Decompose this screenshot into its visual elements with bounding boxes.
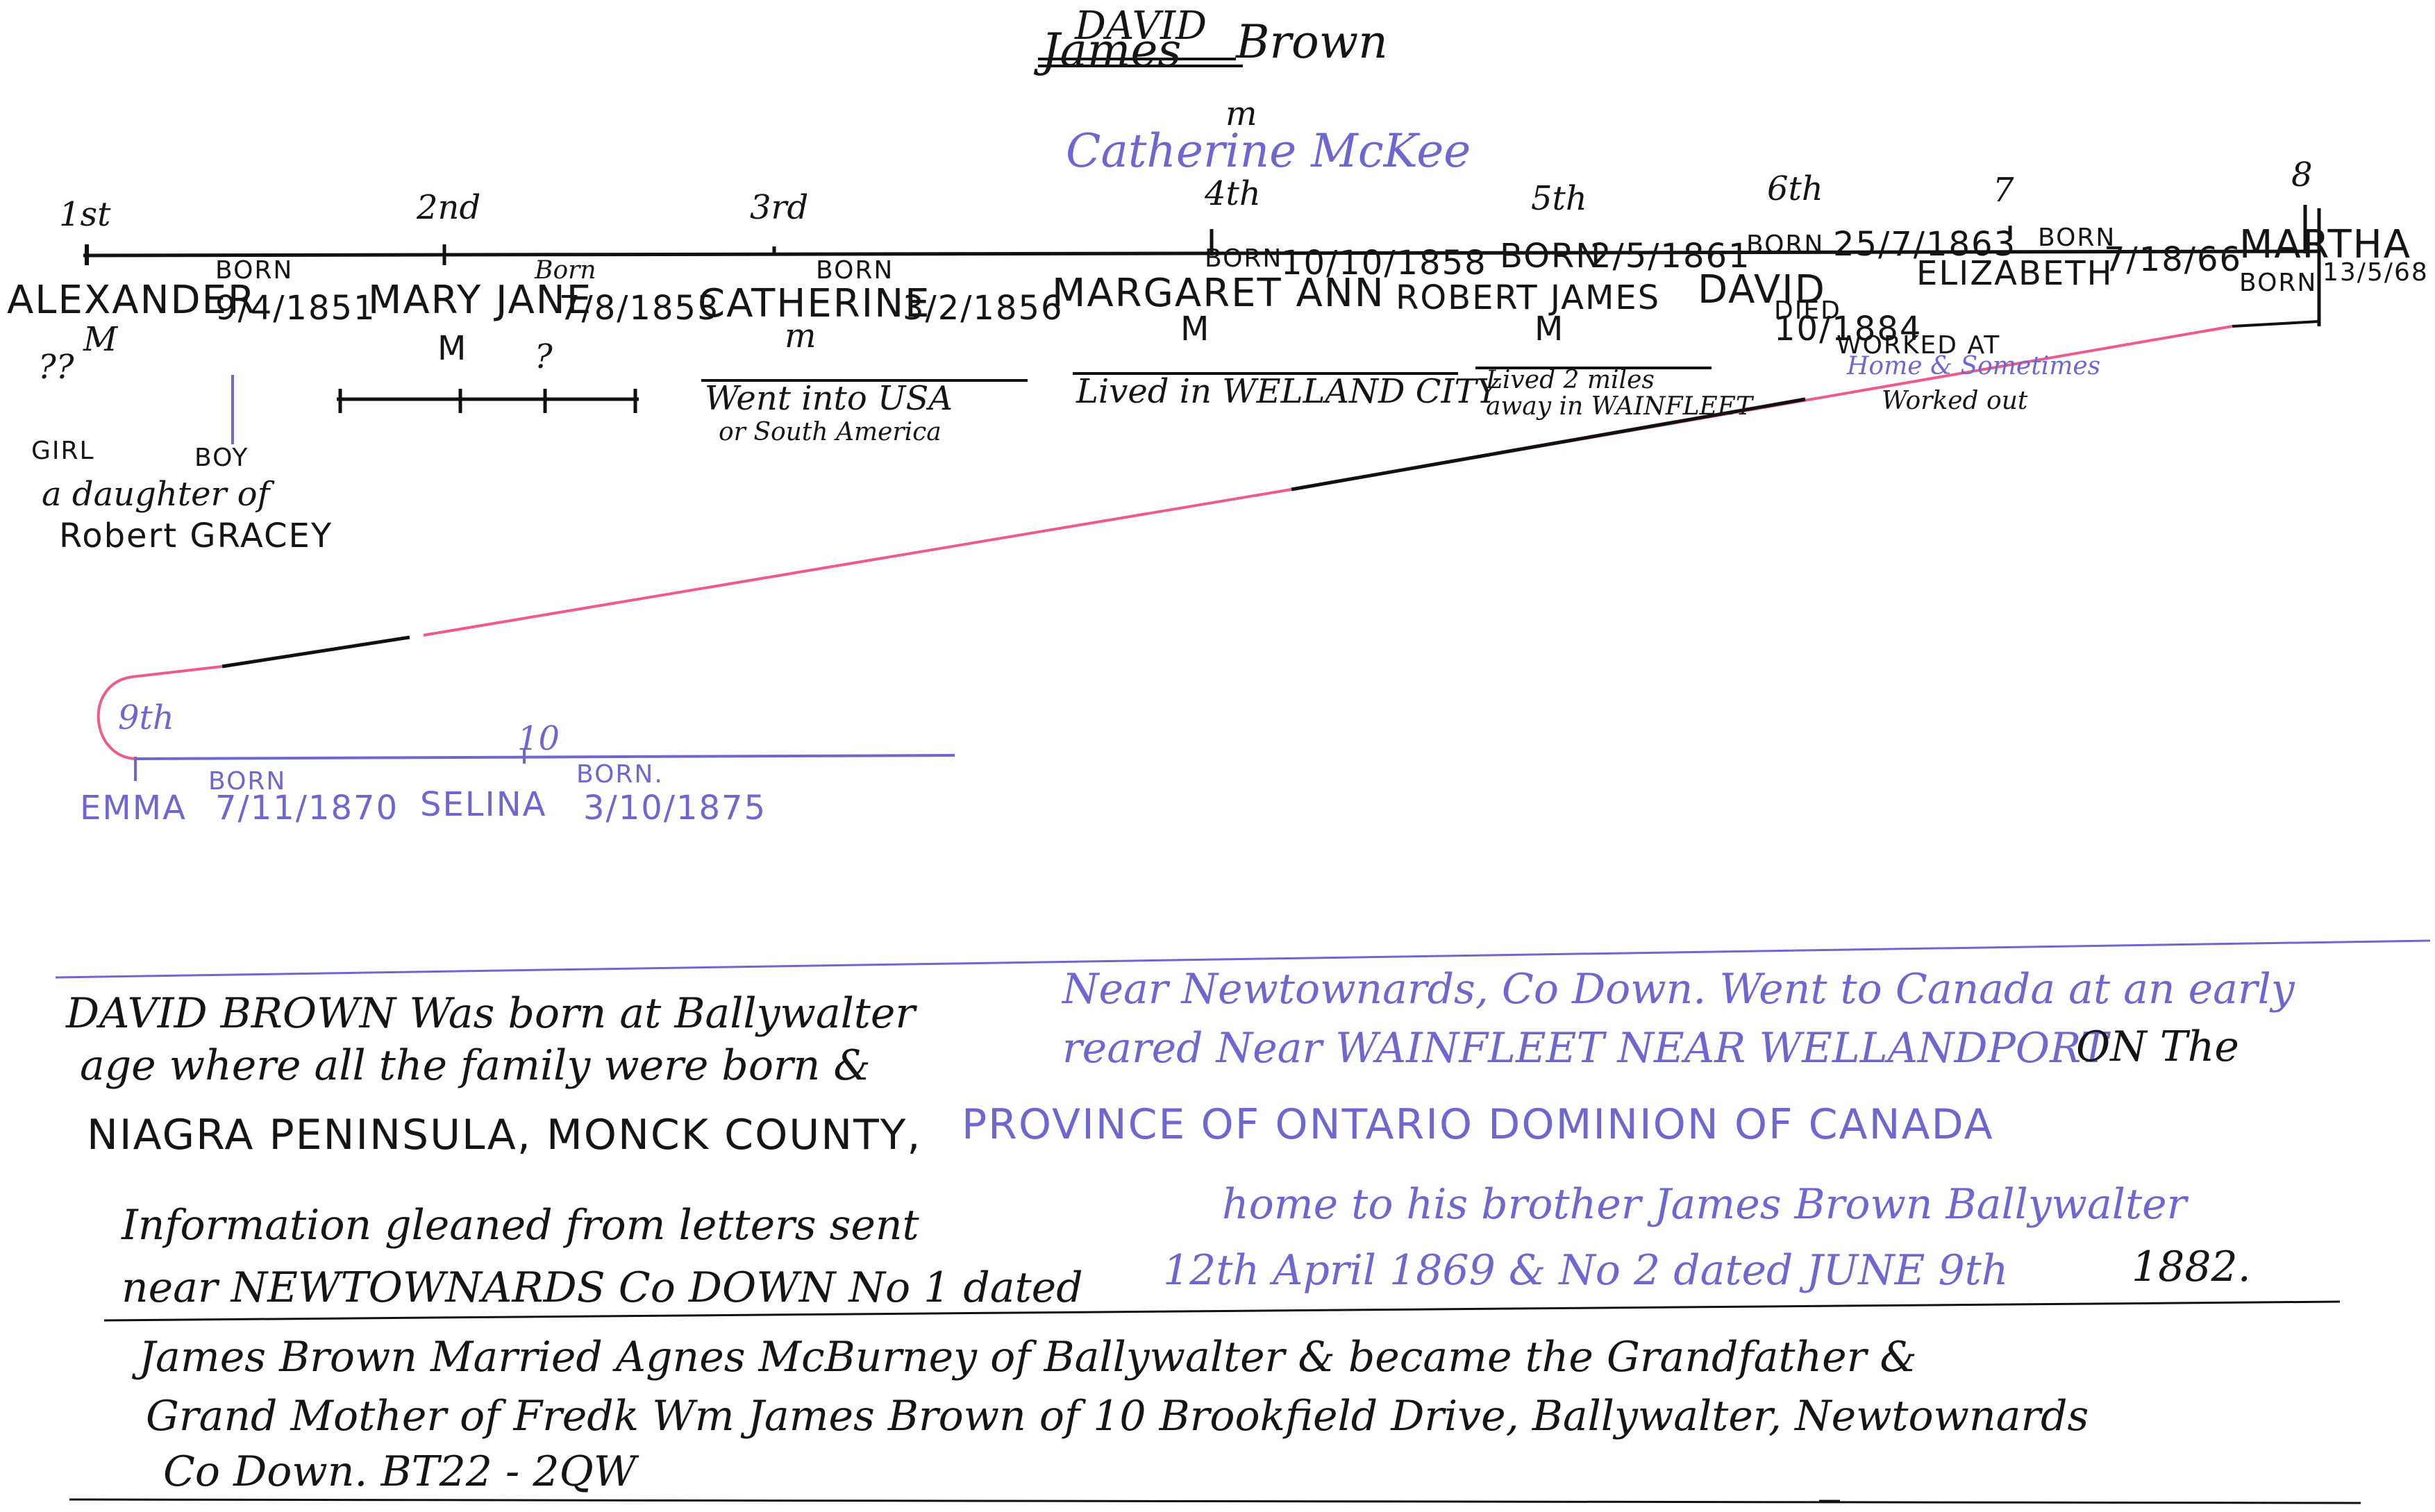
catherine-note-2: or South America <box>719 418 942 446</box>
emma-born-label: BORN <box>208 767 287 796</box>
david-name: DAVID <box>1698 267 1826 312</box>
robert-name: ROBERT JAMES <box>1396 278 1661 317</box>
robert-born-label: BORN <box>1500 237 1603 276</box>
diagonal-connector-low <box>131 665 223 678</box>
narrative-line5-tail: 1882. <box>2132 1243 2251 1291</box>
narrative-line4-black: Information gleaned from letters sent <box>122 1201 919 1250</box>
margaret-born-label: BORN <box>1205 244 1283 273</box>
sibling-bar-2 <box>135 754 955 760</box>
narrative-line2-tail: ON The <box>2076 1023 2239 1071</box>
robert-dob: 2/5/1861 <box>1590 237 1751 276</box>
elizabeth-born-label: BORN <box>2038 224 2116 252</box>
narrative-line4-blue: home to his brother James Brown Ballywal… <box>1222 1180 2187 1229</box>
alexander-born-label: BORN <box>215 256 294 285</box>
ordinal-6: 6th <box>1767 169 1823 208</box>
narrative-line6: James Brown Married Agnes McBurney of Ba… <box>139 1333 1917 1381</box>
head-surname: Brown <box>1236 15 1388 69</box>
narrative-line3-blue: PROVINCE OF ONTARIO DOMINION OF CANADA <box>962 1100 1994 1149</box>
david-died: 10/1884 <box>1774 310 1923 348</box>
ordinal-5: 5th <box>1531 179 1587 218</box>
diagonal-black-2 <box>1291 442 1549 492</box>
narrative-line5-blue: 12th April 1869 & No 2 dated JUNE 9th <box>1163 1246 2009 1295</box>
david-note-2: Home & Sometimes <box>1847 352 2101 380</box>
martha-name: MARTHA <box>2239 222 2412 267</box>
elizabeth-dob: 7/18/66 <box>2104 240 2243 279</box>
head-spouse: Catherine McKee <box>1066 124 1471 178</box>
alex-boy: BOY <box>194 444 249 472</box>
mary-married: M <box>437 329 468 368</box>
rule-2 <box>103 1300 2341 1322</box>
head-struck-name: James <box>1041 24 1182 77</box>
martha-dob: 13/5/68 <box>2323 258 2429 287</box>
head-married-mark: m <box>1225 94 1257 133</box>
alex-unknown: ?? <box>38 348 74 387</box>
ordinal-1: 1st <box>59 195 111 234</box>
mary-name: MARY JANE <box>368 278 593 323</box>
narrative-line2-blue: reared Near WAINFLEET NEAR WELLANDPORT <box>1062 1024 2109 1073</box>
alexander-married: M <box>83 320 118 359</box>
margaret-note: Lived in WELLAND CITY <box>1076 372 1499 411</box>
rule-3 <box>69 1498 2361 1504</box>
robert-note-1: Lived 2 miles <box>1486 366 1655 394</box>
david-born-label: BORN <box>1746 230 1825 259</box>
ordinal-3: 3rd <box>750 188 809 227</box>
ordinal-2: 2nd <box>417 188 481 227</box>
ordinal-4: 4th <box>1205 174 1261 213</box>
rule-1 <box>55 939 2431 979</box>
martha-born-label: BORN <box>2239 269 2318 297</box>
david-note-3: Worked out <box>1882 387 2028 415</box>
alexander-name: ALEXANDER <box>7 278 256 323</box>
catherine-born-label: BORN <box>816 256 894 285</box>
emma-dob: 7/11/1870 <box>215 789 399 828</box>
catherine-dob: 3/2/1856 <box>903 289 1064 328</box>
diagonal-black-1 <box>1548 397 1806 446</box>
selina-born-label: BORN. <box>576 760 664 789</box>
robert-married: M <box>1534 310 1565 348</box>
alex-mother: Robert GRACEY <box>59 516 333 555</box>
alexander-dob: 9/4/1851 <box>215 289 376 328</box>
catherine-married: m <box>785 317 817 355</box>
margaret-dob: 10/10/1858 <box>1281 244 1487 283</box>
mary-dob: 7/8/1853 <box>559 289 720 328</box>
selina-dob: 3/10/1875 <box>583 789 767 828</box>
right-bracket-foot <box>2232 320 2320 328</box>
narrative-line3-black: NIAGRA PENINSULA, MONCK COUNTY, <box>87 1111 922 1159</box>
elizabeth-name: ELIZABETH <box>1916 254 2114 293</box>
sibling-bar <box>83 249 2320 258</box>
selina-name: SELINA <box>420 785 547 824</box>
head-first-name: DAVID <box>1075 3 1207 49</box>
narrative-line8: Co Down. BT22 - 2QW <box>163 1447 637 1496</box>
mary-question: ? <box>535 337 553 376</box>
ordinal-9: 9th <box>118 698 174 737</box>
diagonal-black-3 <box>221 635 410 669</box>
narrative-line1-black: DAVID BROWN Was born at Ballywalter <box>66 989 916 1038</box>
alex-girl: GIRL <box>31 437 95 465</box>
narrative-line2-black: age where all the family were born & <box>80 1041 871 1090</box>
emma-name: EMMA <box>80 789 187 828</box>
narrative-line5-black: near NEWTOWNARDS Co DOWN No 1 dated <box>122 1263 1083 1312</box>
david-dob: 25/7/1863 <box>1833 225 2017 264</box>
david-died-label: DIED <box>1774 296 1841 325</box>
diagonal-connector-mid <box>423 488 1292 637</box>
narrative-line1-blue: Near Newtownards, Co Down. Went to Canad… <box>1062 965 2295 1014</box>
alex-daughter-of: a daughter of <box>42 475 270 514</box>
catherine-note-1: Went into USA <box>705 379 953 418</box>
margaret-married: M <box>1180 310 1211 348</box>
robert-note-2: away in WAINFLEET <box>1486 392 1753 421</box>
ordinal-8: 8 <box>2291 156 2313 194</box>
mary-born-label: Born <box>535 256 596 285</box>
ordinal-10: 10 <box>517 719 560 758</box>
diagonal-curve <box>97 675 136 760</box>
ordinal-7: 7 <box>1993 171 2014 210</box>
margaret-name: MARGARET ANN <box>1052 271 1385 316</box>
catherine-name: CATHERINE <box>698 281 931 326</box>
david-note-1: WORKED AT <box>1836 331 2001 360</box>
narrative-line7: Grand Mother of Fredk Wm James Brown of … <box>146 1392 2089 1440</box>
